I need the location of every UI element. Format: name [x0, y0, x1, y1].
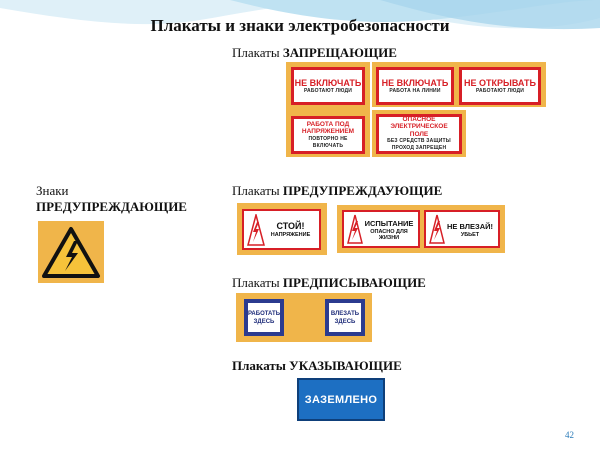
- lightning-icon: [38, 221, 104, 283]
- poster-main-text: ЗАЗЕМЛЕНО: [304, 393, 378, 406]
- poster-sub-text: УБЬЕТ: [460, 231, 480, 238]
- signs-label-line2: ПРЕДУПРЕЖДАЮЩИЕ: [36, 199, 187, 214]
- heading-prescribing: Плакаты ПРЕДПИСЫВАЮЩИЕ: [232, 275, 426, 291]
- poster-do-not-climb: НЕ ВЛЕЗАЙ! УБЬЕТ: [424, 210, 500, 248]
- heading-prefix: Плакаты: [232, 183, 280, 198]
- page-number: 42: [565, 430, 574, 440]
- poster-main-text: ИСПЫТАНИЕ: [364, 218, 414, 228]
- header-wave-decoration: [0, 0, 600, 30]
- heading-prefix: Плакаты: [232, 45, 280, 60]
- heading-bold: ЗАПРЕЩАЮЩИЕ: [282, 45, 397, 60]
- poster-main-text: СТОЙ!: [276, 221, 305, 231]
- poster-main-text: ВЛЕЗАТЬ: [330, 310, 360, 317]
- poster-stop-voltage: СТОЙ! НАПРЯЖЕНИЕ: [242, 209, 321, 250]
- poster-do-not-switch-on: НЕ ВКЛЮЧАТЬ РАБОТАЮТ ЛЮДИ: [291, 67, 365, 105]
- poster-work-here: РАБОТАТЬ ЗДЕСЬ: [244, 299, 284, 336]
- poster-main-text: НЕ ВКЛЮЧАТЬ: [381, 77, 449, 88]
- lightning-icon: [247, 213, 265, 246]
- poster-testing: ИСПЫТАНИЕ ОПАСНО ДЛЯ ЖИЗНИ: [342, 210, 420, 248]
- heading-bold: ПРЕДПИСЫВАЮЩИЕ: [282, 275, 426, 290]
- signs-label-line1: Знаки: [36, 183, 69, 198]
- poster-main-text: НЕ ВЛЕЗАЙ!: [447, 221, 493, 231]
- heading-prefix: Плакаты: [232, 275, 280, 290]
- poster-main-text: НЕ ВКЛЮЧАТЬ: [294, 77, 362, 88]
- poster-do-not-open: НЕ ОТКРЫВАТЬ РАБОТАЮТ ЛЮДИ: [459, 67, 541, 105]
- lightning-icon: [347, 214, 363, 244]
- poster-main-text: ОПАСНОЕ ЭЛЕКТРИЧЕСКОЕ ПОЛЕ: [390, 115, 448, 138]
- poster-sub-text: РАБОТА НА ЛИНИИ: [389, 87, 441, 94]
- lightning-icon: [429, 214, 445, 244]
- poster-live-work: РАБОТА ПОД НАПРЯЖЕНИЕМ ПОВТОРНО НЕ ВКЛЮЧ…: [291, 116, 365, 154]
- poster-climb-here: ВЛЕЗАТЬ ЗДЕСЬ: [325, 299, 365, 336]
- poster-sub-text: НАПРЯЖЕНИЕ: [270, 232, 311, 238]
- heading-indicating: Плакаты УКАЗЫВАЮЩИЕ: [232, 358, 402, 373]
- heading-prohibiting: Плакаты ЗАПРЕЩАЮЩИЕ: [232, 45, 397, 61]
- poster-sub-text: ЗДЕСЬ: [253, 318, 275, 325]
- poster-sub-text: РАБОТАЮТ ЛЮДИ: [303, 87, 353, 94]
- poster-grounded: ЗАЗЕМЛЕНО: [297, 378, 385, 421]
- poster-sub-text: БЕЗ СРЕДСТВ ЗАЩИТЫ ПРОХОД ЗАПРЕЩЕН: [387, 138, 451, 152]
- poster-do-not-switch-on-line: НЕ ВКЛЮЧАТЬ РАБОТА НА ЛИНИИ: [376, 67, 454, 105]
- poster-sub-text: ОПАСНО ДЛЯ ЖИЗНИ: [370, 228, 408, 241]
- poster-main-text: РАБОТАТЬ: [247, 310, 281, 317]
- poster-main-text: НЕ ОТКРЫВАТЬ: [464, 77, 536, 88]
- heading-warning: Плакаты ПРЕДУПРЕЖДАУЮЩИЕ: [232, 183, 442, 199]
- signs-label: Знаки ПРЕДУПРЕЖДАЮЩИЕ: [36, 183, 187, 215]
- poster-main-text: РАБОТА ПОД НАПРЯЖЕНИЕМ: [301, 120, 355, 136]
- poster-sub-text: РАБОТАЮТ ЛЮДИ: [475, 87, 525, 94]
- slide-title: Плакаты и знаки электробезопасности: [150, 16, 450, 35]
- poster-sub-text: ЗДЕСЬ: [334, 318, 356, 325]
- poster-dangerous-field: ОПАСНОЕ ЭЛЕКТРИЧЕСКОЕ ПОЛЕ БЕЗ СРЕДСТВ З…: [376, 114, 462, 154]
- heading-bold: ПРЕДУПРЕЖДАУЮЩИЕ: [282, 183, 443, 198]
- poster-sub-text: ПОВТОРНО НЕ ВКЛЮЧАТЬ: [308, 135, 348, 149]
